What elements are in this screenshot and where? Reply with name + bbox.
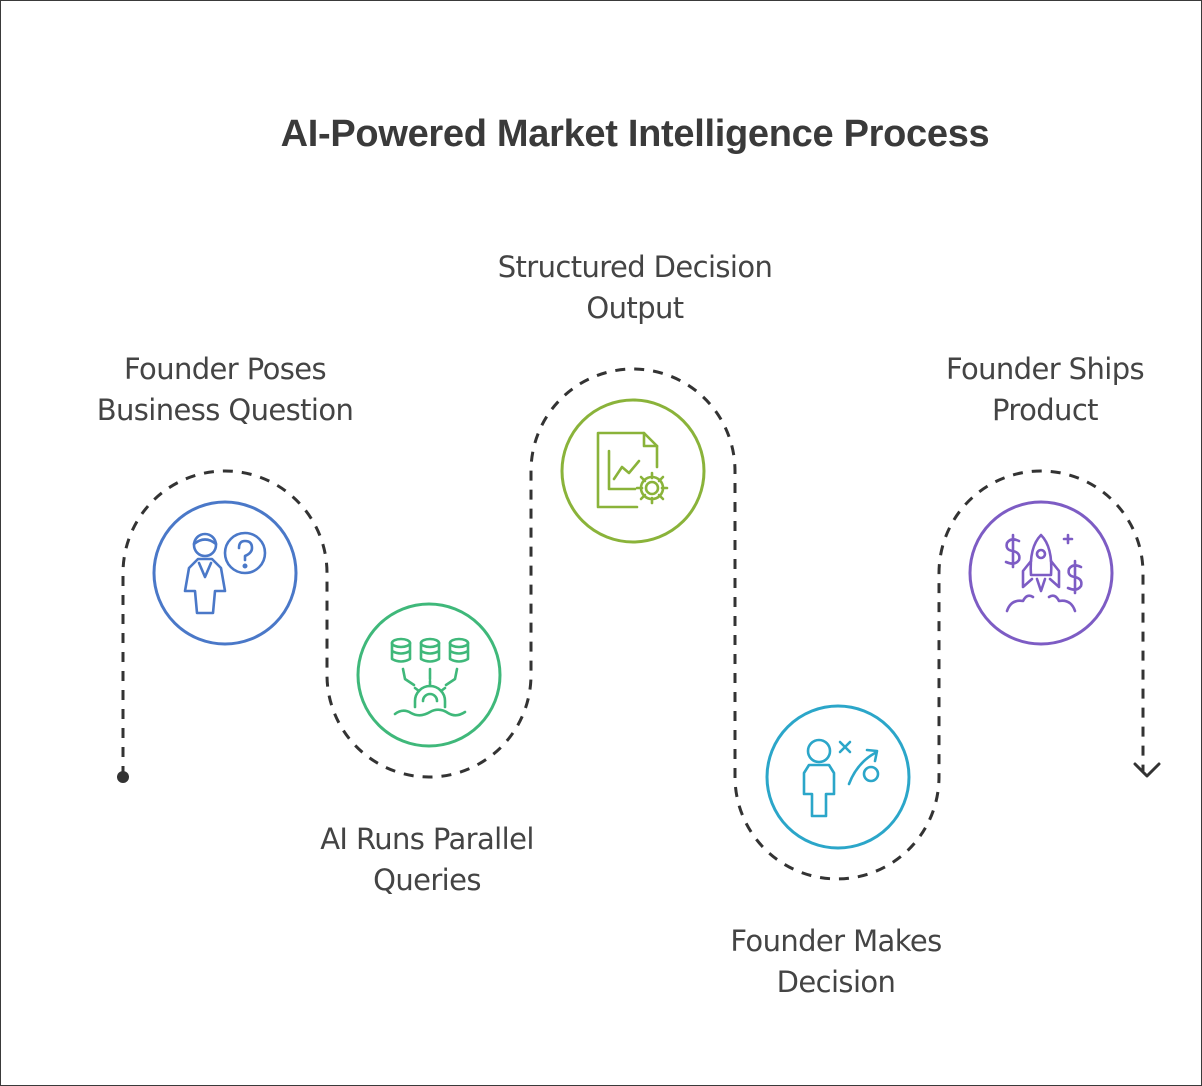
step-4-label: Founder Makes Decision <box>676 921 996 1003</box>
step-5-ring <box>968 500 1114 646</box>
step-2-node <box>356 602 502 748</box>
step-3-ring <box>560 398 706 544</box>
step-3-node <box>560 398 706 544</box>
rocket-dollar-icon <box>1004 533 1083 613</box>
step-1-node <box>152 500 298 646</box>
step-4-ring <box>765 704 911 850</box>
flow-path <box>121 367 1145 881</box>
step-5-label-line2: Product <box>992 393 1099 427</box>
strategy-person-icon <box>802 738 880 818</box>
step-4-label-line1: Founder Makes <box>730 924 942 958</box>
step-3-label-line2: Output <box>586 291 684 325</box>
step-4-label-line2: Decision <box>776 965 896 999</box>
step-1-label-line2: Business Question <box>96 393 354 427</box>
database-gear-icon <box>390 637 470 717</box>
step-2-label: AI Runs Parallel Queries <box>267 819 587 901</box>
step-3-label-line1: Structured Decision <box>497 250 773 284</box>
step-1-label: Founder Poses Business Question <box>65 349 385 431</box>
step-5-label-line1: Founder Ships <box>945 352 1145 386</box>
step-2-label-line2: Queries <box>373 863 481 897</box>
step-2-label-line1: AI Runs Parallel <box>320 822 534 856</box>
diagram-title: AI-Powered Market Intelligence Process <box>280 113 990 155</box>
flow-start-dot <box>117 771 129 783</box>
flow-end-arrow-icon <box>1133 762 1161 778</box>
step-5-label: Founder Ships Product <box>885 349 1201 431</box>
step-4-node <box>765 704 911 850</box>
report-gear-icon <box>596 431 669 509</box>
step-3-label: Structured Decision Output <box>455 247 815 329</box>
step-1-ring <box>152 500 298 646</box>
step-1-label-line1: Founder Poses <box>124 352 327 386</box>
founder-question-icon <box>183 531 267 615</box>
step-5-node <box>968 500 1114 646</box>
